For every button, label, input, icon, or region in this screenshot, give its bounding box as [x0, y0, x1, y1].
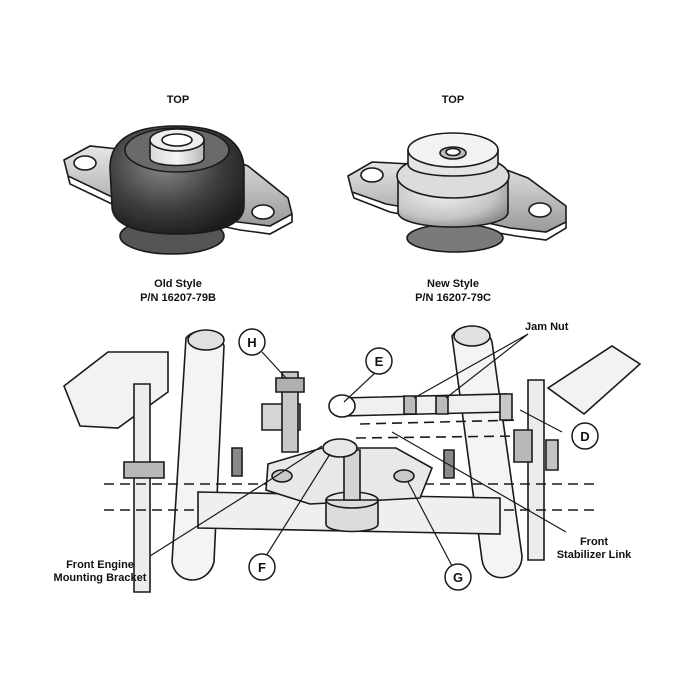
callout-h-text: H: [247, 335, 256, 350]
bracket-bolt-left: [271, 469, 293, 483]
left-clamp-nut: [275, 377, 305, 393]
left-bracket-plate: [133, 383, 151, 593]
old-style-mount: TOP Old Style P/N 16207-79B: [63, 94, 293, 304]
center-mount-bolt-head: [322, 438, 358, 458]
left-vertical-tube: [171, 330, 225, 581]
callout-g-text: G: [453, 570, 463, 585]
new-mount-part-number: P/N 16207-79C: [415, 292, 491, 304]
callout-e: E: [365, 347, 393, 375]
front-stabilizer-link-label-line1: Front: [580, 536, 608, 548]
right-rear-tube: [546, 345, 642, 416]
jam-nut-left: [403, 395, 417, 415]
front-stabilizer-link: [339, 393, 507, 417]
left-stud: [231, 447, 243, 477]
right-clamp-block: [513, 429, 533, 463]
callout-f-text: F: [258, 560, 266, 575]
leader-h: [261, 351, 287, 379]
callout-e-text: E: [375, 354, 384, 369]
callout-d: D: [571, 422, 599, 450]
right-vertical-tube: [451, 326, 523, 579]
front-engine-bracket-label-line2: Mounting Bracket: [54, 572, 147, 584]
front-suspension-assembly: [63, 325, 642, 593]
old-mount-bolt-hole-left: [73, 155, 97, 171]
leader-e: [343, 371, 377, 403]
callout-f: F: [248, 553, 276, 581]
right-stud: [443, 449, 455, 479]
callout-h: H: [238, 328, 266, 356]
leader-jam-nut: [413, 333, 529, 399]
right-bracket-plate: [527, 379, 545, 561]
jam-nut-label: Jam Nut: [525, 321, 569, 333]
engine-mount-under-bracket: [325, 499, 379, 533]
new-mount-style-label: New Style: [427, 278, 479, 290]
old-mount-top-label: TOP: [167, 94, 189, 106]
right-side-bolt: [545, 439, 559, 471]
left-side-bolt: [123, 461, 165, 479]
front-engine-bracket-label-line1: Front Engine: [66, 559, 134, 571]
right-link-bolt: [499, 393, 513, 421]
new-mount-lower-rubber: [406, 223, 504, 253]
old-mount-part-number: P/N 16207-79B: [140, 292, 216, 304]
old-mount-style-label: Old Style: [154, 278, 202, 290]
callout-g: G: [444, 563, 472, 591]
stabilizer-link-end-eye: [328, 394, 356, 418]
leader-front-stabilizer-link: [391, 431, 567, 533]
leader-d: [519, 409, 563, 433]
front-stabilizer-link-label-line2: Stabilizer Link: [557, 549, 632, 561]
old-mount-bolt-hole-right: [251, 204, 275, 220]
leader-front-engine-bracket: [149, 445, 323, 557]
callout-d-text: D: [580, 429, 589, 444]
leader-g: [407, 481, 453, 567]
bracket-bolt-right: [393, 469, 415, 483]
center-mount-bolt: [343, 449, 361, 501]
new-style-mount: TOP New Style P/N 16207-79C: [347, 94, 567, 304]
left-rear-tube: [63, 351, 169, 429]
new-mount-bolt-hole-left: [360, 167, 384, 183]
new-mount-bolt-hole-right: [528, 202, 552, 218]
leader-lines: [149, 333, 567, 567]
leader-f: [265, 453, 331, 557]
new-mount-top-label: TOP: [442, 94, 464, 106]
jam-nut-right: [435, 395, 449, 415]
